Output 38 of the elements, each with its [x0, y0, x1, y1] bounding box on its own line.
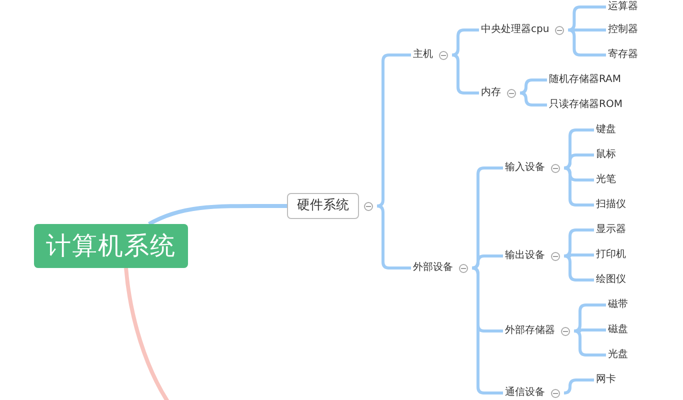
- topic-label: 中央处理器cpu: [481, 23, 550, 37]
- topic-label: 显示器: [596, 223, 626, 237]
- topic-label: 只读存储器ROM: [549, 98, 622, 112]
- connector-line: [568, 28, 606, 32]
- connector-line: [148, 204, 287, 226]
- connector-line: [566, 28, 606, 56]
- topic-label: 鼠标: [596, 148, 616, 162]
- topic-label: 扫描仪: [596, 198, 626, 212]
- connector-line: [450, 54, 479, 94]
- topic-label: 外部设备: [413, 261, 453, 275]
- topic-label: 磁带: [608, 298, 628, 312]
- topic-label: 输入设备: [505, 161, 545, 175]
- connector-line: [572, 330, 606, 356]
- topic-label: 输出设备: [505, 249, 545, 263]
- topic-label: 通信设备: [505, 386, 545, 400]
- connector-line: [562, 166, 594, 206]
- connector-line: [124, 268, 170, 400]
- topic-label: 运算器: [608, 0, 638, 14]
- root-topic: 计算机系统: [34, 224, 188, 268]
- connector-line: [518, 92, 547, 106]
- topic-label: 磁盘: [608, 323, 628, 337]
- topic-label: 网卡: [596, 373, 616, 387]
- topic-label: 内存: [481, 86, 501, 100]
- topic-label: 主机: [413, 48, 433, 62]
- topic-label: 控制器: [608, 23, 638, 37]
- connector-line: [376, 204, 411, 270]
- topic-label: 光盘: [608, 348, 628, 362]
- connector-line: [562, 254, 594, 282]
- topic-label: 键盘: [596, 123, 616, 137]
- topic-label: 随机存储器RAM: [549, 73, 622, 87]
- topic-label: 打印机: [596, 248, 626, 262]
- topic-label: 绘图仪: [596, 273, 626, 287]
- connector-line: [470, 266, 503, 394]
- connector-line: [562, 378, 594, 394]
- topic-label: 寄存器: [608, 48, 638, 62]
- topic-label: 光笔: [596, 173, 616, 187]
- topic-box: 硬件系统: [287, 193, 359, 219]
- topic-label: 外部存储器: [505, 324, 555, 338]
